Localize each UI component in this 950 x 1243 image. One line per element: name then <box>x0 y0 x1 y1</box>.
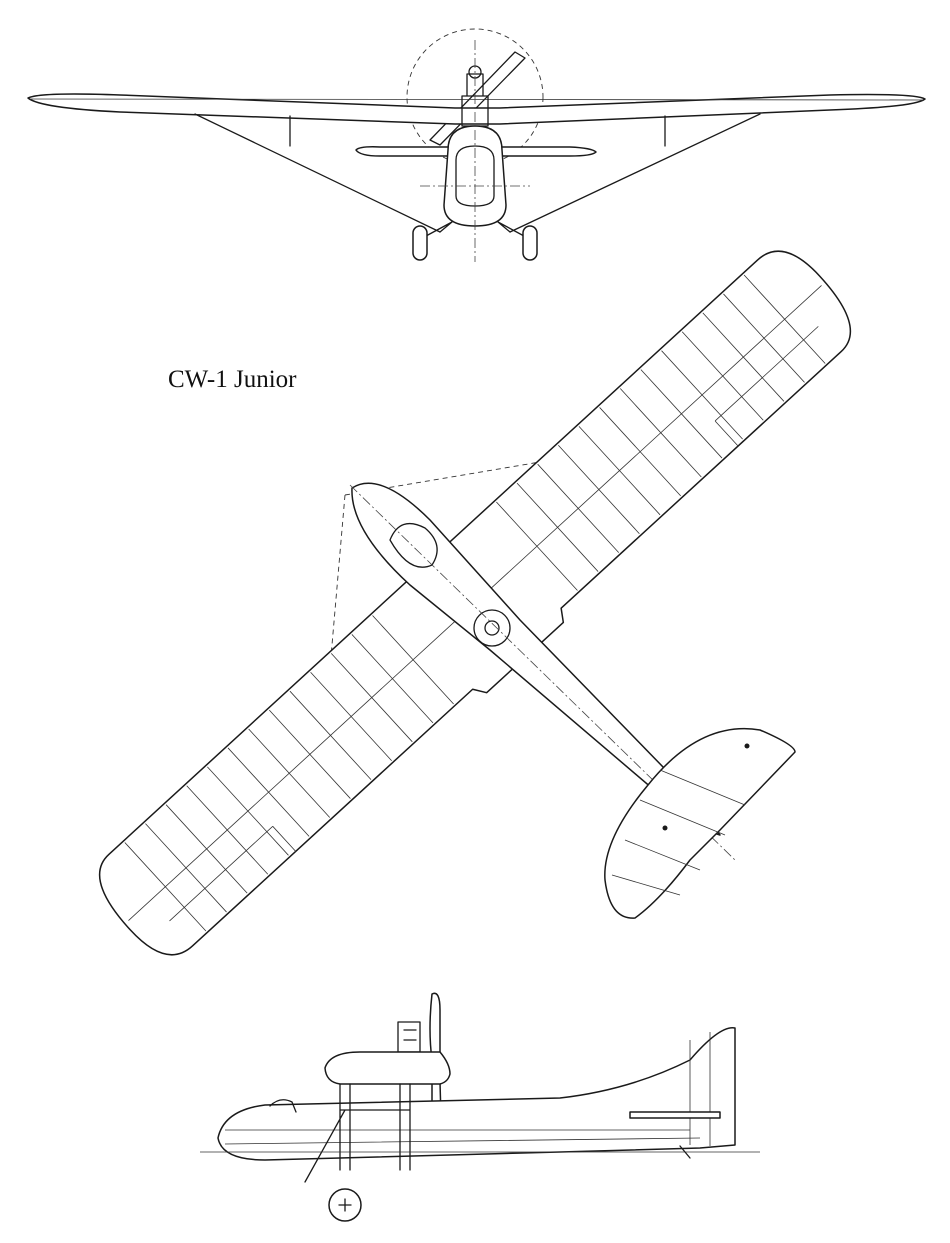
drawing-title: CW-1 Junior <box>168 366 297 393</box>
cockpit-outline <box>455 145 495 207</box>
side-wing <box>324 1051 451 1085</box>
top-tailplane <box>604 728 796 919</box>
wing-chord-line <box>29 98 924 101</box>
top-view <box>99 250 851 956</box>
left-wheel <box>412 225 428 261</box>
cockpit-opening <box>389 522 438 568</box>
engine-pylon <box>461 73 489 127</box>
fuselage-stringers <box>224 1129 701 1145</box>
side-tailplane <box>629 1111 721 1119</box>
fin-ribs <box>689 1032 711 1146</box>
side-view <box>200 992 760 1222</box>
front-view <box>27 28 926 262</box>
tail-skid <box>679 1145 691 1159</box>
side-engine <box>397 1021 421 1053</box>
side-fuselage <box>217 1027 736 1161</box>
side-propeller-upper <box>429 992 441 1061</box>
side-struts <box>304 1083 411 1183</box>
undercarriage-legs <box>425 221 525 237</box>
tailplane-ribs <box>611 769 746 896</box>
engine-top <box>473 609 511 647</box>
engine-hub-top <box>484 620 500 636</box>
right-wing-strut <box>509 113 761 233</box>
wing-ribs <box>124 274 826 932</box>
tail-fitting-2 <box>662 825 668 831</box>
wheel-hub <box>338 1198 352 1212</box>
left-wing-strut <box>194 113 441 233</box>
tail-fitting <box>744 743 750 749</box>
side-windscreen <box>269 1099 297 1113</box>
front-wing <box>27 93 926 125</box>
right-wheel <box>522 225 538 261</box>
propeller-disc <box>406 28 544 166</box>
ailerons <box>169 326 819 922</box>
